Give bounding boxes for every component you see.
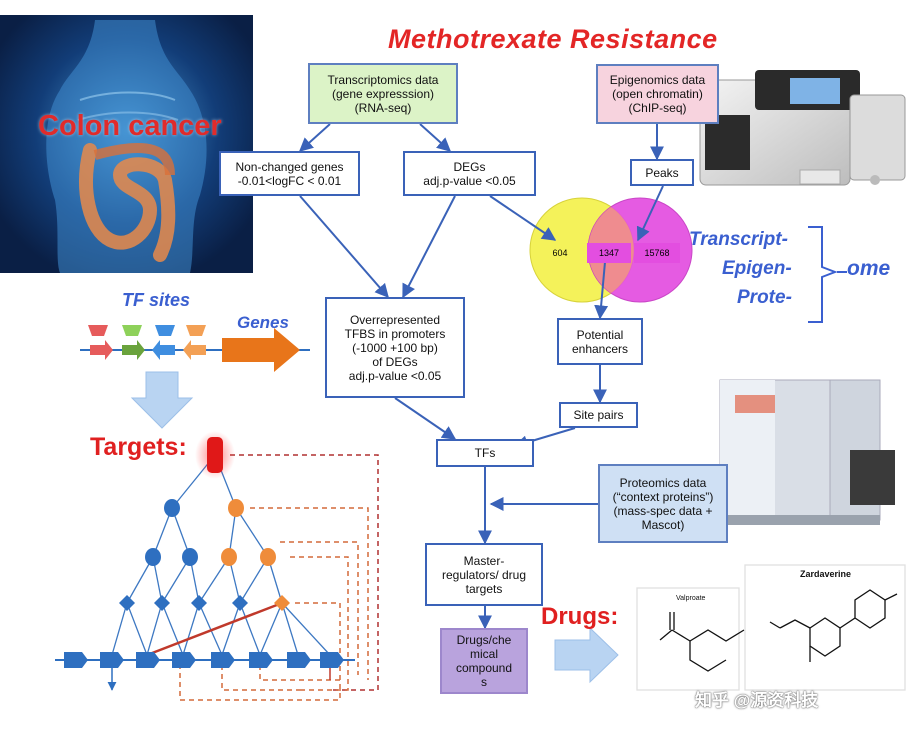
peaks-box: Peaks xyxy=(630,159,694,186)
big-down-arrow xyxy=(130,371,194,429)
targets-label: Targets: xyxy=(90,433,187,461)
epigenomics-box: Epigenomics data (open chromatin) (ChIP-… xyxy=(596,64,719,124)
nonchanged-genes-box: Non-changed genes -0.01<logFC < 0.01 xyxy=(219,151,360,196)
degs-box: DEGs adj.p-value <0.05 xyxy=(403,151,536,196)
overrepresented-tfbs-box: Overrepresented TFBS in promoters (-1000… xyxy=(325,297,465,398)
mass-spec-instrument-image xyxy=(719,379,895,525)
zardaverine-label: Zardaverine xyxy=(800,569,852,579)
diagram-title: Methotrexate Resistance xyxy=(388,24,718,54)
tf-site-strip xyxy=(80,325,310,372)
tf-sites-label: TF sites xyxy=(122,290,191,310)
master-regulators-box: Master- regulators/ drug targets xyxy=(425,543,543,606)
colon-cancer-photo xyxy=(0,15,253,273)
transcriptomics-box: Transcriptomics data (gene expresssion) … xyxy=(308,63,458,124)
omics-suffix: ome xyxy=(847,257,891,280)
proteomics-box: Proteomics data (“context proteins”) (ma… xyxy=(598,464,728,543)
drugs-arrow xyxy=(554,626,619,684)
zardaverine-structure xyxy=(744,564,906,691)
sequencer-instrument-image xyxy=(699,70,906,186)
omics-transcript: Transcript- xyxy=(689,229,788,250)
venn-center-value: 1347 xyxy=(587,243,631,263)
omics-prote: Prote- xyxy=(737,287,792,308)
watermark: 知乎 @源资科技 xyxy=(695,691,819,710)
venn-left-value: 604 xyxy=(541,243,579,263)
drugs-compounds-box: Drugs/che mical compound s xyxy=(440,628,528,694)
valproate-structure xyxy=(636,587,745,691)
regulatory-network xyxy=(55,431,379,701)
flow-arrows xyxy=(298,123,664,630)
site-pairs-box: Site pairs xyxy=(559,402,638,428)
venn-right-value: 15768 xyxy=(634,243,680,263)
genes-label: Genes xyxy=(237,313,289,332)
omics-brace xyxy=(808,226,847,323)
potential-enhancers-box: Potential enhancers xyxy=(557,318,643,365)
colon-cancer-label: Colon cancer xyxy=(38,110,222,142)
valproate-label: Valproate xyxy=(676,595,706,602)
drugs-label: Drugs: xyxy=(541,603,619,630)
tfs-box: TFs xyxy=(436,439,534,467)
omics-epigen: Epigen- xyxy=(722,258,792,279)
